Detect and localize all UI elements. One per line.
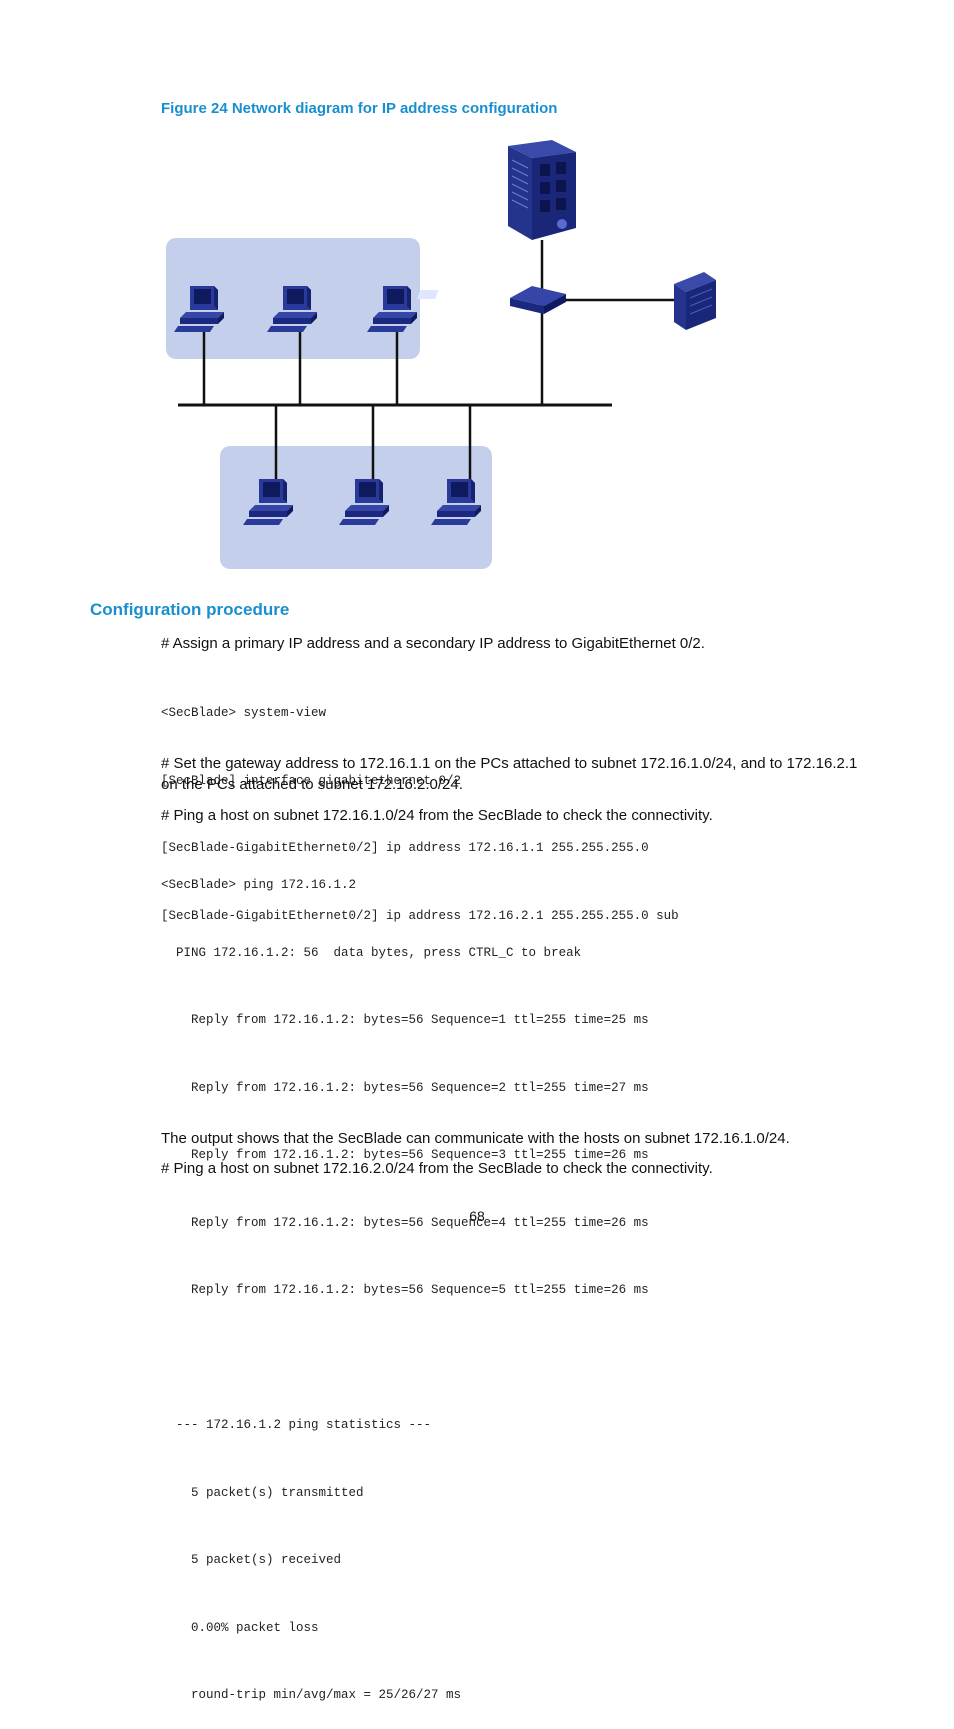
code-line: <SecBlade> ping 172.16.1.2	[161, 878, 357, 892]
code-line: [SecBlade-GigabitEthernet0/2] ip address…	[161, 908, 679, 923]
code-line: --- 172.16.1.2 ping statistics ---	[161, 1418, 432, 1432]
code-line: Reply from 172.16.1.2: bytes=56 Sequence…	[161, 1215, 649, 1230]
secblade-chassis-icon	[508, 140, 576, 240]
code-line: [SecBlade] interface gigabitethernet 0/2	[161, 773, 462, 788]
figure-caption: Figure 24 Network diagram for IP address…	[161, 100, 558, 117]
server-icon	[674, 272, 716, 330]
paragraph-ping-subnet-1: # Ping a host on subnet 172.16.1.0/24 fr…	[161, 807, 713, 824]
code-block-config: <SecBlade> system-view [SecBlade] interf…	[161, 657, 679, 950]
code-line: PING 172.16.1.2: 56 data bytes, press CT…	[161, 945, 582, 960]
code-line	[161, 1347, 649, 1370]
paragraph-ping-subnet-2: # Ping a host on subnet 172.16.2.0/24 fr…	[161, 1160, 713, 1177]
code-line: Reply from 172.16.1.2: bytes=56 Sequence…	[161, 1013, 649, 1027]
code-line: Reply from 172.16.1.2: bytes=56 Sequence…	[161, 1080, 649, 1095]
section-heading: Configuration procedure	[90, 600, 290, 619]
code-line: 5 packet(s) received	[161, 1553, 342, 1567]
page-number: 68	[469, 1208, 485, 1224]
code-block-ping: <SecBlade> ping 172.16.1.2 PING 172.16.1…	[161, 829, 649, 1729]
code-line: round-trip min/avg/max = 25/26/27 ms	[161, 1688, 462, 1702]
network-diagram	[166, 140, 716, 569]
paragraph-output: The output shows that the SecBlade can c…	[161, 1130, 790, 1147]
code-line: Reply from 172.16.1.2: bytes=56 Sequence…	[161, 1283, 649, 1297]
paragraph-gateway: # Set the gateway address to 172.16.1.1 …	[161, 755, 858, 793]
code-line: [SecBlade-GigabitEthernet0/2] ip address…	[161, 841, 649, 855]
code-line: Reply from 172.16.1.2: bytes=56 Sequence…	[161, 1148, 649, 1162]
code-line: 0.00% packet loss	[161, 1620, 319, 1635]
code-line: <SecBlade> system-view	[161, 706, 327, 720]
code-line: 5 packet(s) transmitted	[161, 1485, 364, 1500]
switch-icon	[417, 286, 566, 314]
paragraph-assign-ip: # Assign a primary IP address and a seco…	[161, 635, 705, 652]
